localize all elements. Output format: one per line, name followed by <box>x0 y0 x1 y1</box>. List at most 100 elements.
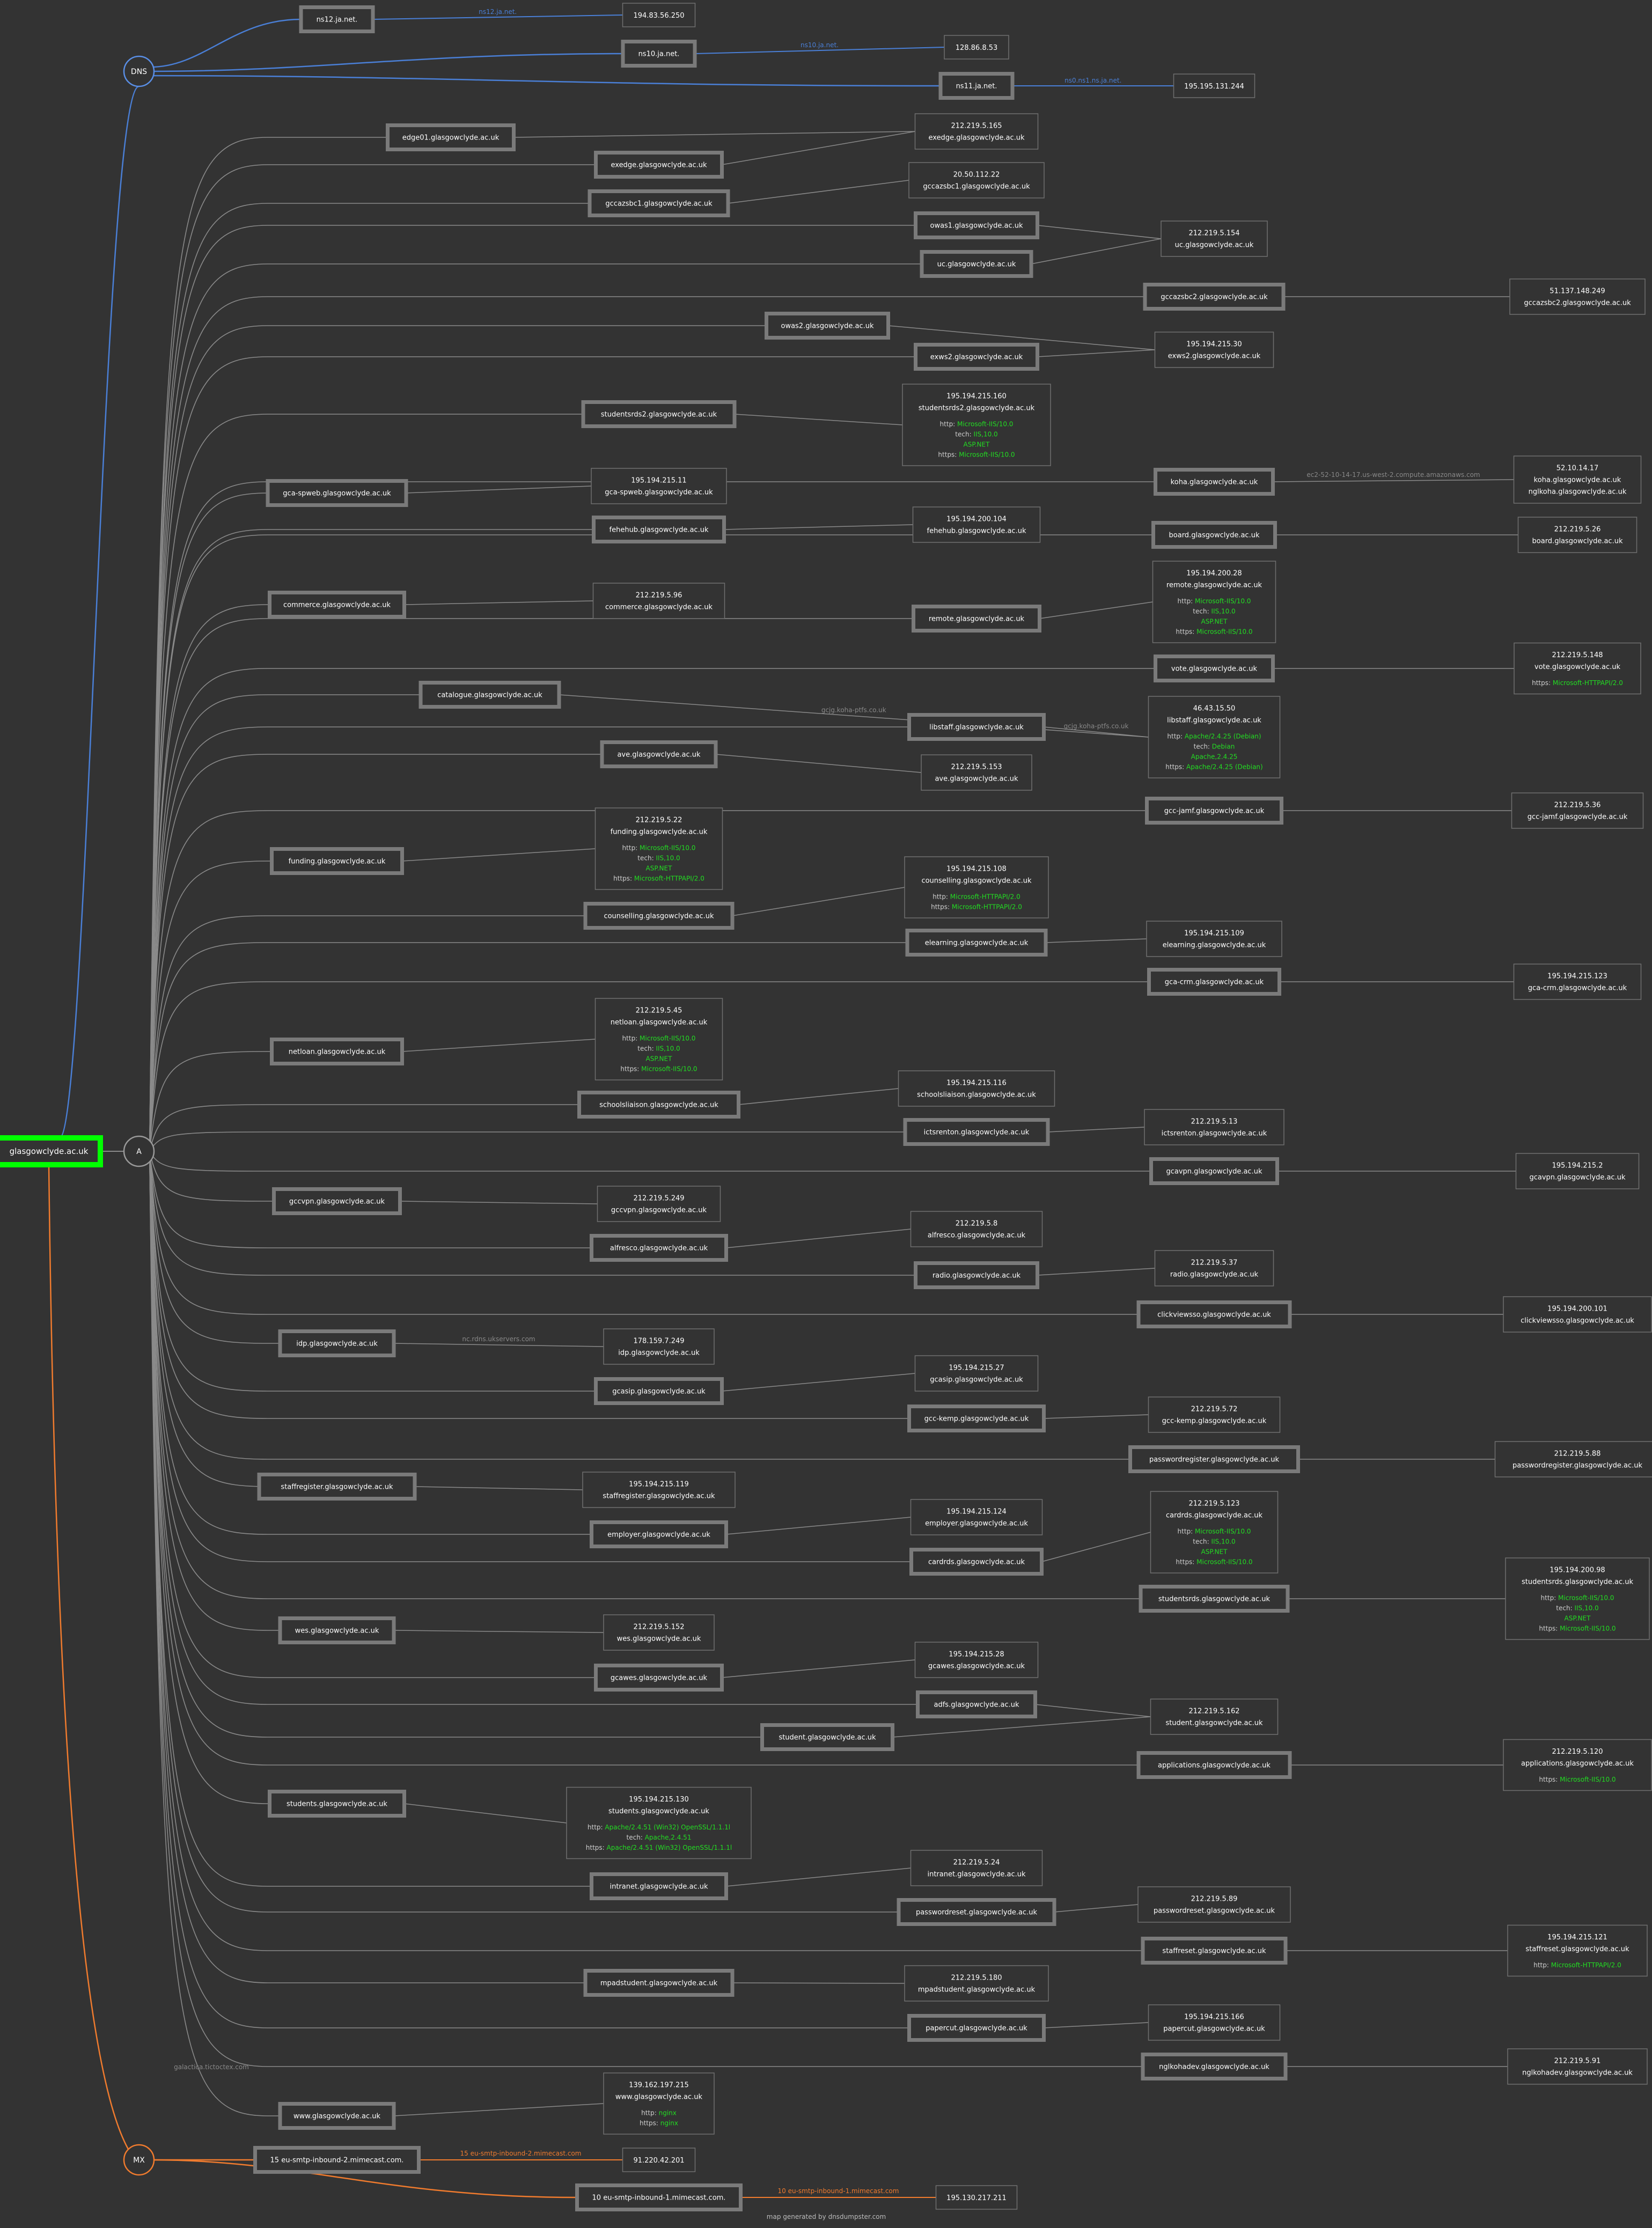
hub-a[interactable]: A <box>123 1135 155 1167</box>
ip-node[interactable]: 195.194.215.124employer.glasgowclyde.ac.… <box>910 1499 1043 1535</box>
host-node[interactable]: netloan.glasgowclyde.ac.uk <box>270 1038 404 1065</box>
host-node[interactable]: adfs.glasgowclyde.ac.uk <box>916 1690 1037 1718</box>
host-node[interactable]: edge01.glasgowclyde.ac.uk <box>386 123 516 151</box>
host-node[interactable]: exedge.glasgowclyde.ac.uk <box>594 151 724 179</box>
hub-dns[interactable]: DNS <box>123 55 155 87</box>
ip-node[interactable]: 195.194.215.109elearning.glasgowclyde.ac… <box>1146 921 1282 957</box>
mail-exchanger-node[interactable]: 15 eu-smtp-inbound-2.mimecast.com. <box>253 2146 421 2174</box>
ip-node[interactable]: 212.219.5.91nglkohadev.glasgowclyde.ac.u… <box>1507 2048 1648 2085</box>
host-node[interactable]: wes.glasgowclyde.ac.uk <box>278 1616 396 1644</box>
ip-node[interactable]: 212.219.5.13ictsrenton.glasgowclyde.ac.u… <box>1144 1109 1284 1145</box>
host-node[interactable]: employer.glasgowclyde.ac.uk <box>590 1520 728 1548</box>
ip-node[interactable]: 212.219.5.89passwordreset.glasgowclyde.a… <box>1137 1886 1291 1923</box>
host-node[interactable]: gcawes.glasgowclyde.ac.uk <box>594 1664 724 1692</box>
host-node[interactable]: studentsrds2.glasgowclyde.ac.uk <box>581 400 737 428</box>
host-node[interactable]: student.glasgowclyde.ac.uk <box>760 1723 894 1751</box>
host-node[interactable]: elearning.glasgowclyde.ac.uk <box>905 929 1048 957</box>
host-node[interactable]: gcc-kemp.glasgowclyde.ac.uk <box>907 1405 1046 1432</box>
host-node[interactable]: staffregister.glasgowclyde.ac.uk <box>257 1473 417 1501</box>
ip-node[interactable]: 195.194.200.98studentsrds.glasgowclyde.a… <box>1505 1557 1650 1640</box>
host-node[interactable]: studentsrds.glasgowclyde.ac.uk <box>1139 1585 1290 1613</box>
host-node[interactable]: passwordregister.glasgowclyde.ac.uk <box>1128 1445 1300 1473</box>
root-domain-node[interactable]: glasgowclyde.ac.uk <box>0 1135 103 1167</box>
ip-node[interactable]: 212.219.5.88passwordregister.glasgowclyd… <box>1494 1441 1652 1477</box>
host-node[interactable]: funding.glasgowclyde.ac.uk <box>270 847 404 875</box>
ip-node[interactable]: 212.219.5.45netloan.glasgowclyde.ac.ukht… <box>594 998 723 1080</box>
ip-node[interactable]: 195.194.215.123gca-crm.glasgowclyde.ac.u… <box>1513 964 1642 1000</box>
host-node[interactable]: www.glasgowclyde.ac.uk <box>278 2102 396 2130</box>
host-node[interactable]: passwordreset.glasgowclyde.ac.uk <box>897 1898 1056 1926</box>
host-node[interactable]: remote.glasgowclyde.ac.uk <box>912 605 1041 633</box>
ip-node[interactable]: 212.219.5.22funding.glasgowclyde.ac.ukht… <box>594 807 723 890</box>
nameserver-node[interactable]: ns10.ja.net. <box>621 40 697 68</box>
host-node[interactable]: clickviewsso.glasgowclyde.ac.uk <box>1136 1300 1292 1328</box>
nameserver-ip-node[interactable]: 195.195.131.244 <box>1173 73 1255 98</box>
ip-node[interactable]: 195.194.200.104fehehub.glasgowclyde.ac.u… <box>912 506 1041 543</box>
ip-node[interactable]: 195.194.215.11gca-spweb.glasgowclyde.ac.… <box>591 468 727 504</box>
host-node[interactable]: gcasip.glasgowclyde.ac.uk <box>594 1377 724 1405</box>
ip-node[interactable]: 195.194.215.160studentsrds2.glasgowclyde… <box>902 384 1051 466</box>
nameserver-node[interactable]: ns11.ja.net. <box>938 72 1015 100</box>
ip-node[interactable]: 46.43.15.50libstaff.glasgowclyde.ac.ukht… <box>1148 696 1281 778</box>
ip-node[interactable]: 195.194.200.101clickviewsso.glasgowclyde… <box>1503 1296 1652 1333</box>
host-node[interactable]: nglkohadev.glasgowclyde.ac.uk <box>1141 2053 1288 2080</box>
host-node[interactable]: radio.glasgowclyde.ac.uk <box>914 1261 1039 1289</box>
host-node[interactable]: schoolsliaison.glasgowclyde.ac.uk <box>577 1091 740 1119</box>
host-node[interactable]: fehehub.glasgowclyde.ac.uk <box>592 516 726 543</box>
host-node[interactable]: staffreset.glasgowclyde.ac.uk <box>1141 1937 1288 1965</box>
ip-node[interactable]: 212.219.5.123cardrds.glasgowclyde.ac.ukh… <box>1150 1491 1279 1573</box>
host-node[interactable]: gcavpn.glasgowclyde.ac.uk <box>1149 1157 1279 1185</box>
host-node[interactable]: applications.glasgowclyde.ac.uk <box>1136 1751 1292 1779</box>
host-node[interactable]: gccvpn.glasgowclyde.ac.uk <box>272 1187 402 1215</box>
host-node[interactable]: owas2.glasgowclyde.ac.uk <box>765 312 890 340</box>
host-node[interactable]: idp.glasgowclyde.ac.uk <box>278 1329 396 1357</box>
ip-node[interactable]: 195.194.215.130students.glasgowclyde.ac.… <box>566 1786 752 1859</box>
host-node[interactable]: vote.glasgowclyde.ac.uk <box>1154 655 1275 682</box>
host-node[interactable]: catalogue.glasgowclyde.ac.uk <box>418 681 561 709</box>
nameserver-ip-node[interactable]: 194.83.56.250 <box>622 3 696 27</box>
ip-node[interactable]: 195.194.215.166papercut.glasgowclyde.ac.… <box>1148 2004 1281 2041</box>
ip-node[interactable]: 52.10.14.17koha.glasgowclyde.ac.uknglkoh… <box>1513 455 1642 504</box>
host-node[interactable]: ictsrenton.glasgowclyde.ac.uk <box>903 1118 1050 1146</box>
host-node[interactable]: libstaff.glasgowclyde.ac.uk <box>907 713 1046 741</box>
host-node[interactable]: gca-spweb.glasgowclyde.ac.uk <box>266 479 408 507</box>
nameserver-node[interactable]: ns12.ja.net. <box>299 5 375 33</box>
ip-node[interactable]: 195.194.215.119staffregister.glasgowclyd… <box>582 1472 736 1508</box>
host-node[interactable]: papercut.glasgowclyde.ac.uk <box>907 2014 1046 2042</box>
ip-node[interactable]: 139.162.197.215www.glasgowclyde.ac.ukhtt… <box>603 2072 715 2135</box>
host-node[interactable]: uc.glasgowclyde.ac.uk <box>920 250 1033 278</box>
ip-node[interactable]: 195.194.215.116schoolsliaison.glasgowcly… <box>898 1070 1055 1107</box>
host-node[interactable]: owas1.glasgowclyde.ac.uk <box>914 211 1039 239</box>
ip-node[interactable]: 212.219.5.180mpadstudent.glasgowclyde.ac… <box>904 1965 1049 2002</box>
ip-node[interactable]: 195.194.215.108counselling.glasgowclyde.… <box>904 856 1049 918</box>
nameserver-ip-node[interactable]: 128.86.8.53 <box>944 35 1009 60</box>
ip-node[interactable]: 195.194.215.121staffreset.glasgowclyde.a… <box>1507 1924 1648 1977</box>
host-node[interactable]: counselling.glasgowclyde.ac.uk <box>583 902 735 930</box>
host-node[interactable]: gca-crm.glasgowclyde.ac.uk <box>1147 968 1281 996</box>
host-node[interactable]: cardrds.glasgowclyde.ac.uk <box>909 1548 1044 1576</box>
ip-node[interactable]: 212.219.5.120applications.glasgowclyde.a… <box>1503 1739 1652 1791</box>
host-node[interactable]: intranet.glasgowclyde.ac.uk <box>590 1872 728 1900</box>
host-node[interactable]: gcc-jamf.glasgowclyde.ac.uk <box>1145 797 1283 825</box>
host-node[interactable]: commerce.glasgowclyde.ac.uk <box>268 591 406 619</box>
host-node[interactable]: mpadstudent.glasgowclyde.ac.uk <box>583 1969 735 1997</box>
host-node[interactable]: ave.glasgowclyde.ac.uk <box>600 740 718 768</box>
host-node[interactable]: koha.glasgowclyde.ac.uk <box>1154 468 1275 496</box>
